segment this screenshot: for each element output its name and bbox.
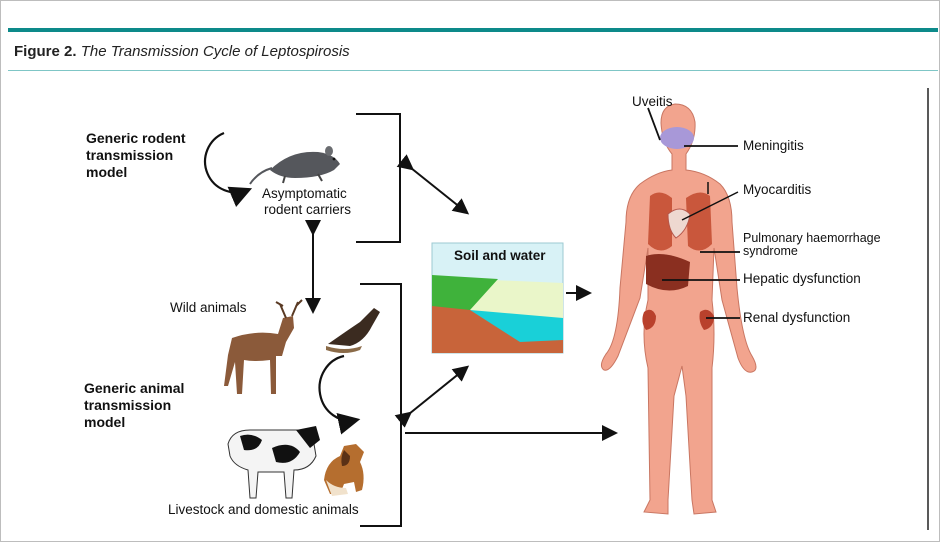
animal-model-line-3: model	[84, 414, 184, 431]
rodent-model-line-2: transmission	[86, 147, 186, 164]
human-body-icon	[601, 104, 756, 514]
dog-icon	[324, 444, 364, 496]
rodent-carriers-label: Asymptomatic rodent carriers	[262, 186, 351, 218]
rat-icon	[250, 146, 340, 184]
rodent-model-label: Generic rodent transmission model	[86, 130, 186, 181]
pulmonary-line-2: syndrome	[743, 245, 881, 258]
hepatic-label: Hepatic dysfunction	[743, 271, 861, 287]
animal-soil-arrow	[409, 368, 466, 414]
rodent-bracket	[356, 114, 400, 242]
renal-label: Renal dysfunction	[743, 310, 850, 326]
rodent-soil-arrow	[411, 168, 466, 212]
rodent-carriers-line-2: rodent carriers	[262, 202, 351, 218]
rodent-model-line-3: model	[86, 164, 186, 181]
livestock-label: Livestock and domestic animals	[168, 502, 359, 518]
liver-icon	[646, 254, 690, 291]
rodent-cycle-arrow	[205, 133, 248, 192]
myocarditis-label: Myocarditis	[743, 182, 811, 198]
rodent-carriers-line-1: Asymptomatic	[262, 186, 351, 202]
pulmonary-label: Pulmonary haemorrhage syndrome	[743, 232, 881, 258]
wild-bird-icon	[326, 308, 380, 353]
animal-model-line-2: transmission	[84, 397, 184, 414]
wild-animals-label: Wild animals	[170, 300, 247, 316]
cow-icon	[228, 426, 320, 498]
uveitis-pointer	[648, 108, 660, 140]
animal-model-label: Generic animal transmission model	[84, 380, 184, 431]
animal-model-line-1: Generic animal	[84, 380, 184, 397]
uveitis-label: Uveitis	[632, 94, 673, 110]
rodent-model-line-1: Generic rodent	[86, 130, 186, 147]
right-lung-icon	[686, 192, 712, 250]
meningitis-label: Meningitis	[743, 138, 804, 154]
soil-water-label: Soil and water	[454, 248, 546, 264]
animal-cycle-arrow	[320, 356, 356, 421]
